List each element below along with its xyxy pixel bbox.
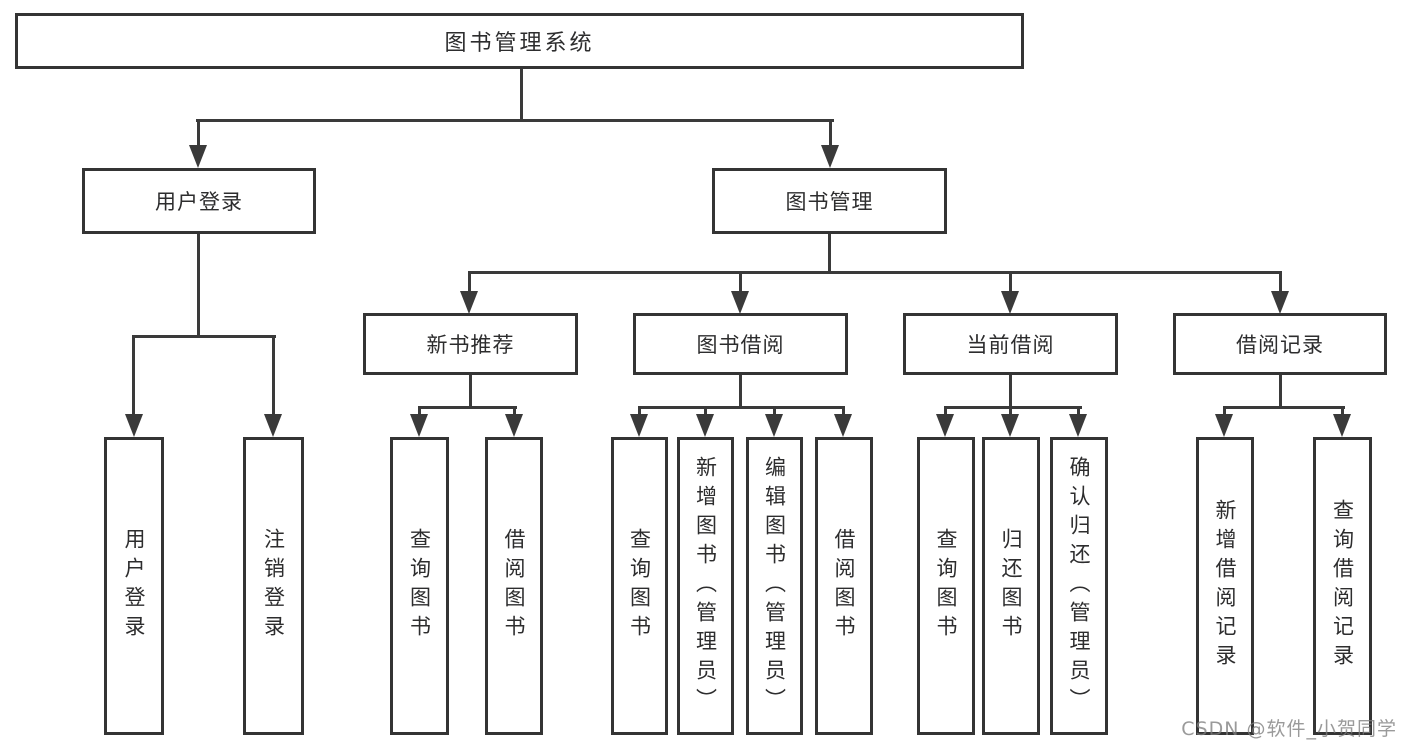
arrowhead-leaf xyxy=(1001,414,1019,437)
leaf-return-books: 归还图书 xyxy=(982,437,1040,735)
arrowhead-leaf xyxy=(630,414,648,437)
leaf-edit-books-admin: 编辑图书（管理员） xyxy=(746,437,803,735)
leaf-query-books-recommend: 查询图书 xyxy=(390,437,449,735)
node-user-login: 用户登录 xyxy=(82,168,316,234)
arrowhead-user-login xyxy=(189,145,207,168)
edge-to-leaf-logout xyxy=(272,335,275,415)
edge-stub xyxy=(1009,406,1012,418)
edge-stub xyxy=(638,406,641,418)
leaf-confirm-return-admin: 确认归还（管理员） xyxy=(1050,437,1108,735)
arrowhead-leaf xyxy=(936,414,954,437)
edge-book-borrow-rail xyxy=(638,406,845,409)
watermark-text: CSDN @软件_小贺同学 xyxy=(1181,718,1397,740)
arrowhead-book-borrow xyxy=(731,291,749,314)
arrowhead-leaf-user-login xyxy=(125,414,143,437)
edge-user-login-drop xyxy=(197,233,200,338)
node-current-borrowing: 当前借阅 xyxy=(903,313,1118,375)
edge-to-book-management xyxy=(829,119,832,151)
edge-book-management-drop xyxy=(828,233,831,274)
edge-book-borrow-drop xyxy=(739,373,742,409)
edge-stub xyxy=(418,406,421,418)
edge-stub xyxy=(513,406,516,418)
edge-to-new-book xyxy=(468,271,471,293)
arrowhead-leaf xyxy=(696,414,714,437)
arrowhead-leaf xyxy=(765,414,783,437)
leaf-user-login: 用户登录 xyxy=(104,437,164,735)
edge-current-borrow-rail xyxy=(944,406,1082,409)
node-new-book-recommendation: 新书推荐 xyxy=(363,313,578,375)
arrowhead-new-book xyxy=(460,291,478,314)
arrowhead-current-borrow xyxy=(1001,291,1019,314)
edge-root-drop xyxy=(520,66,523,122)
edge-root-rail xyxy=(196,119,834,122)
edge-to-book-borrow xyxy=(739,271,742,293)
edge-stub xyxy=(944,406,947,418)
edge-book-management-rail xyxy=(468,271,1281,274)
leaf-query-borrow-record: 查询借阅记录 xyxy=(1313,437,1372,735)
edge-stub xyxy=(704,406,707,418)
arrowhead-leaf xyxy=(1333,414,1351,437)
leaf-add-borrow-record: 新增借阅记录 xyxy=(1196,437,1254,735)
edge-user-login-rail xyxy=(132,335,276,338)
edge-to-borrow-record xyxy=(1279,271,1282,293)
arrowhead-leaf xyxy=(1215,414,1233,437)
leaf-query-books-borrow: 查询图书 xyxy=(611,437,668,735)
edge-new-book-drop xyxy=(469,373,472,409)
arrowhead-leaf xyxy=(505,414,523,437)
node-book-borrowing: 图书借阅 xyxy=(633,313,848,375)
arrowhead-borrow-record xyxy=(1271,291,1289,314)
edge-new-book-rail xyxy=(418,406,517,409)
edge-to-leaf-user-login xyxy=(132,335,135,415)
arrowhead-book-management xyxy=(821,145,839,168)
node-borrowing-records: 借阅记录 xyxy=(1173,313,1387,375)
edge-stub xyxy=(773,406,776,418)
edge-borrow-record-drop xyxy=(1279,373,1282,409)
node-library-management-system: 图书管理系统 xyxy=(15,13,1024,69)
leaf-borrow-books: 借阅图书 xyxy=(815,437,873,735)
edge-stub xyxy=(1077,406,1080,418)
leaf-borrow-books-recommend: 借阅图书 xyxy=(485,437,543,735)
edge-to-user-login xyxy=(197,119,200,151)
leaf-query-books-current: 查询图书 xyxy=(917,437,975,735)
arrowhead-leaf xyxy=(834,414,852,437)
edge-current-borrow-drop xyxy=(1009,373,1012,409)
edge-stub xyxy=(1223,406,1226,418)
leaf-logout-login: 注销登录 xyxy=(243,437,304,735)
leaf-add-books-admin: 新增图书（管理员） xyxy=(677,437,734,735)
edge-borrow-record-rail xyxy=(1223,406,1345,409)
arrowhead-leaf xyxy=(1069,414,1087,437)
edge-to-current-borrow xyxy=(1009,271,1012,293)
arrowhead-leaf-logout xyxy=(264,414,282,437)
arrowhead-leaf xyxy=(410,414,428,437)
edge-stub xyxy=(842,406,845,418)
edge-stub xyxy=(1341,406,1344,418)
node-book-management: 图书管理 xyxy=(712,168,947,234)
